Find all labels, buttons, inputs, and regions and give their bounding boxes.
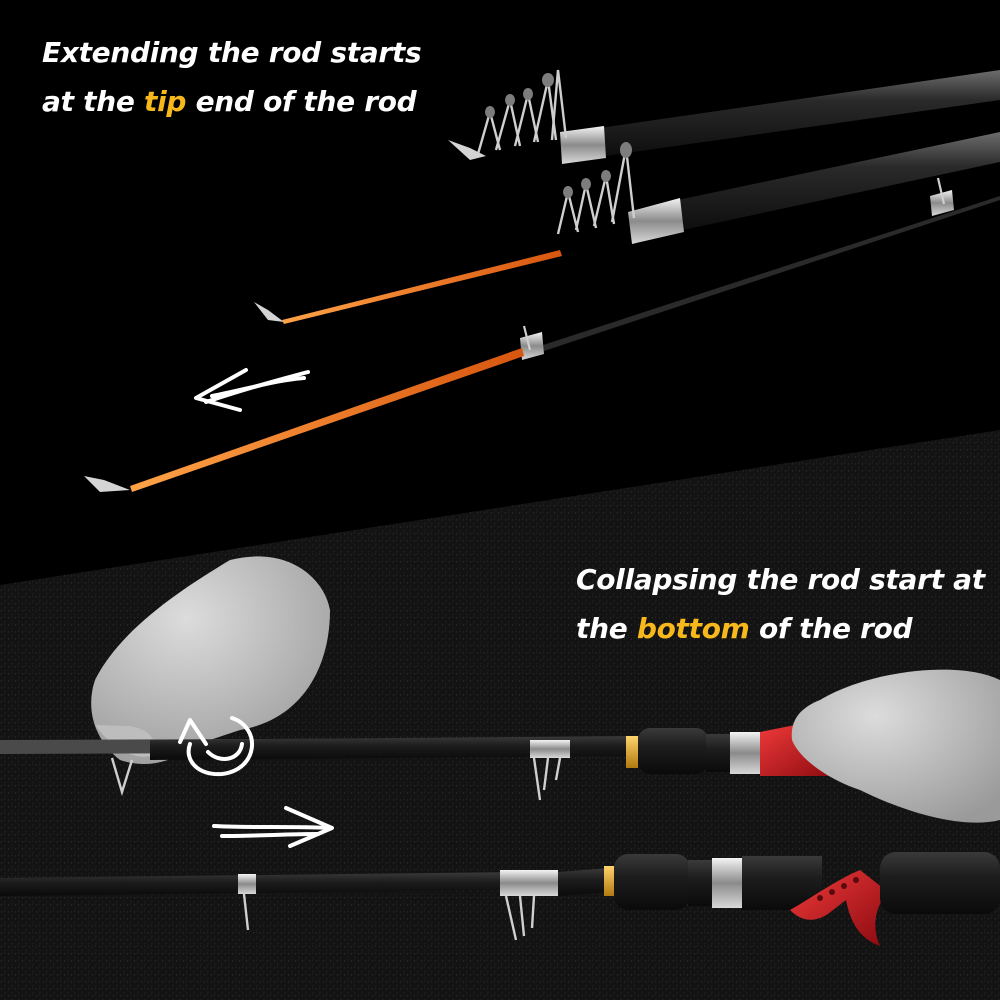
caption-bottom-line2-before: the bbox=[576, 612, 637, 645]
caption-top-line1: Extending the rod starts bbox=[42, 36, 422, 69]
caption-bottom-line1: Collapsing the rod start at bbox=[576, 563, 985, 596]
caption-bottom-line2-after: of the rod bbox=[749, 612, 913, 645]
caption-top-line2-after: end of the rod bbox=[186, 85, 417, 118]
casting-rod-upper bbox=[0, 724, 840, 801]
telescopic-rod-middle bbox=[254, 132, 1000, 324]
caption-top-line2: at the tip end of the rod bbox=[42, 77, 421, 126]
caption-top-highlight: tip bbox=[143, 85, 187, 118]
caption-bottom-line2: the bottom of the rod bbox=[576, 604, 985, 653]
caption-top-line2-before: at the bbox=[42, 85, 144, 118]
caption-bottom-highlight: bottom bbox=[636, 612, 750, 645]
telescopic-rod-upper bbox=[448, 69, 1000, 164]
telescopic-rod-extended bbox=[84, 177, 1000, 492]
arrow-left-icon bbox=[194, 368, 310, 412]
caption-top: Extending the rod starts at the tip end … bbox=[42, 28, 422, 126]
rotate-arrow-icon bbox=[178, 716, 255, 777]
caption-bottom: Collapsing the rod start at the bottom o… bbox=[576, 555, 985, 653]
hand-right bbox=[791, 669, 1000, 823]
casting-rod-lower bbox=[0, 852, 1000, 946]
arrow-right-icon bbox=[212, 806, 334, 848]
